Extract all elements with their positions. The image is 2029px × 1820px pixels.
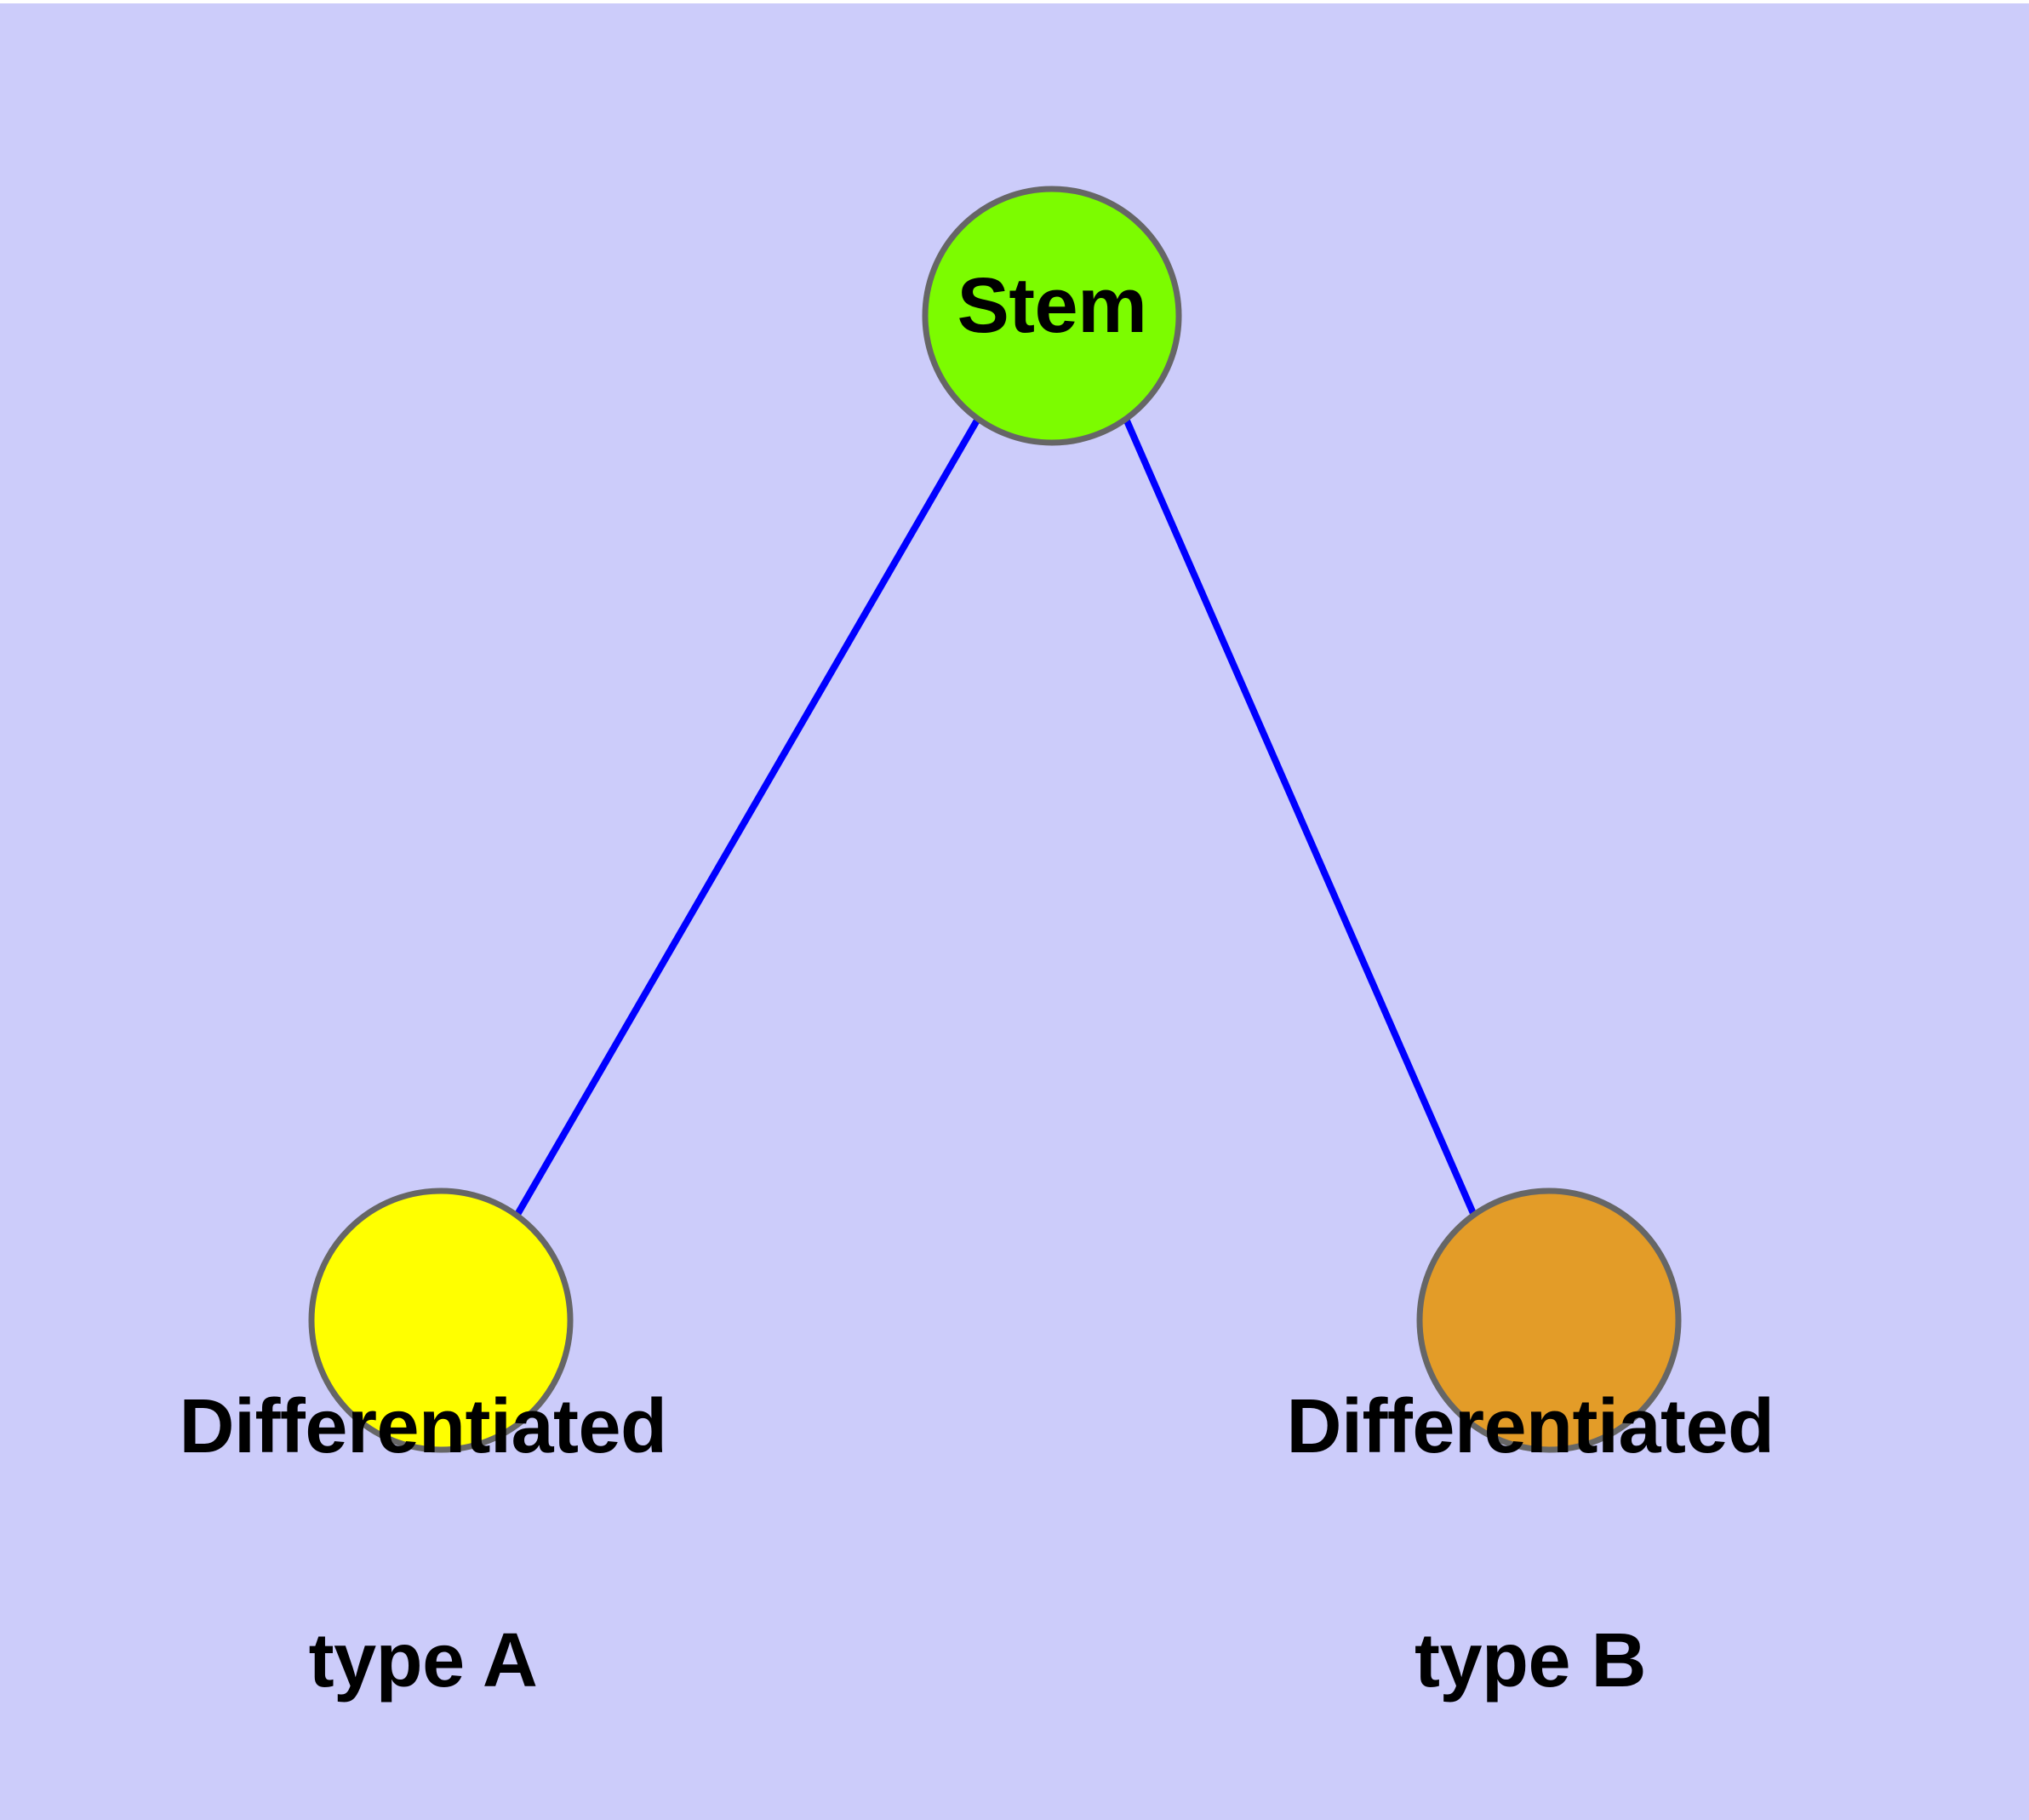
edge-stem-to-diff-a[interactable] [512, 416, 981, 1220]
node-stem-circle[interactable] [922, 186, 1182, 446]
node-diff-b-circle[interactable] [1416, 1188, 1682, 1453]
node-diff-a-circle[interactable] [308, 1188, 574, 1453]
node-layer [308, 186, 1682, 1453]
edge-stem-to-diff-b[interactable] [1123, 417, 1478, 1219]
edge-layer [512, 416, 1478, 1220]
